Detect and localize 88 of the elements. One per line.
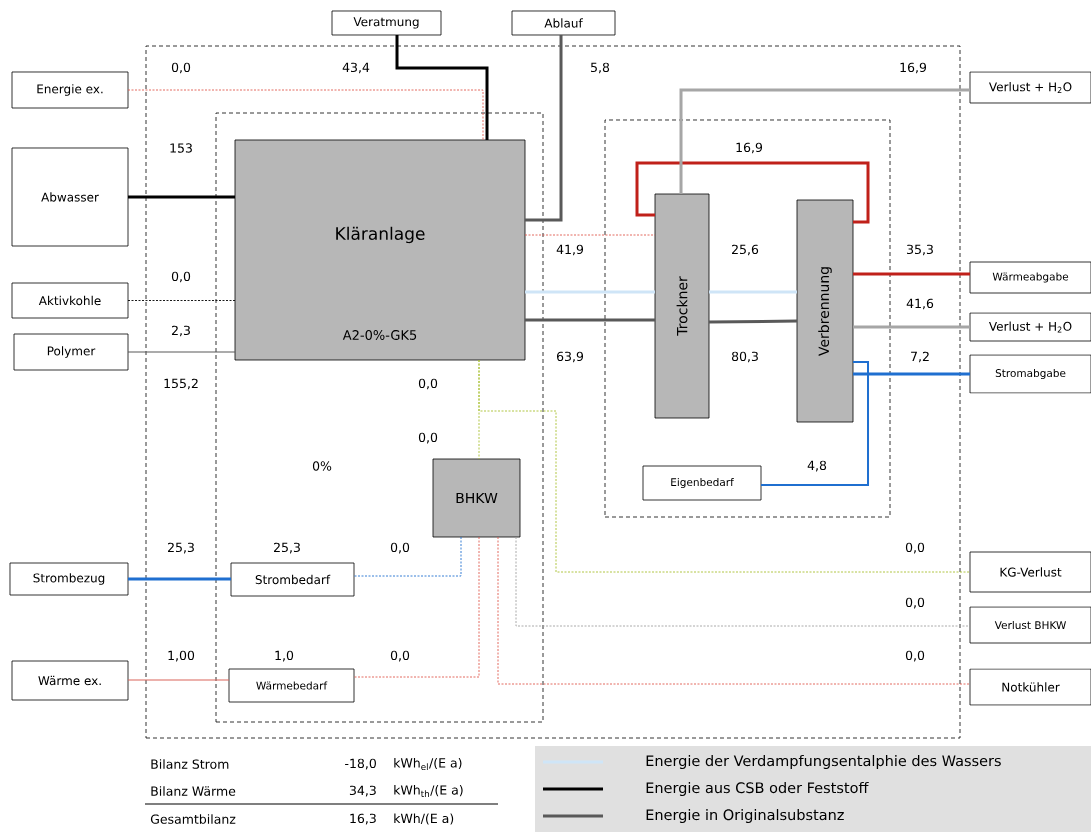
boundary-box xyxy=(215,112,544,723)
legend-text: Energie aus CSB oder Feststoff xyxy=(646,782,869,796)
flow-line xyxy=(709,319,798,324)
flow-line xyxy=(524,234,656,236)
flow-box: Stromabgabe xyxy=(969,354,1091,394)
flow-box: Eigenbedarf xyxy=(642,465,762,501)
flow-line xyxy=(853,272,970,276)
flow-line xyxy=(127,679,230,681)
flow-value: 0,0 xyxy=(418,378,438,390)
balance-value: -18,0 xyxy=(345,758,376,770)
flow-line xyxy=(525,318,655,322)
flow-value: 2,3 xyxy=(171,325,190,337)
flow-line xyxy=(128,195,235,199)
flow-line xyxy=(353,536,480,678)
unit-box: Trockner xyxy=(654,193,710,419)
flow-box: Polymer xyxy=(13,333,129,371)
flow-line xyxy=(128,577,231,581)
flow-box: Wärmebedarf xyxy=(228,668,355,703)
flow-value: 25,3 xyxy=(168,542,194,554)
legend-text: Energie der Verdampfungsentalphie des Wassers xyxy=(646,755,1001,769)
flow-value: 43,4 xyxy=(342,62,370,74)
flow-line xyxy=(127,351,236,353)
flow-value: 0,0 xyxy=(905,542,925,554)
flow-line xyxy=(679,88,970,194)
balance-value: 34,3 xyxy=(349,785,376,797)
balance-unit: kWh$_{el}$/(E a) xyxy=(394,757,462,771)
flow-box: Strombezug xyxy=(9,562,129,596)
flow-value: 0,0 xyxy=(418,432,438,444)
flow-box: Strombedarf xyxy=(230,562,355,597)
flow-box: Veratmung xyxy=(331,10,442,36)
boundary-box xyxy=(145,45,961,739)
flow-value: 0,0 xyxy=(390,542,410,554)
flow-line xyxy=(515,536,971,627)
flow-line xyxy=(353,536,462,577)
flow-value: 16,9 xyxy=(900,62,927,74)
flow-value: 0,0 xyxy=(905,650,925,662)
flow-line xyxy=(395,35,489,140)
flow-value: 35,3 xyxy=(907,244,933,256)
balance-unit: kWh$_{th}$/(E a) xyxy=(394,785,463,797)
flow-line xyxy=(853,372,970,376)
flow-box: Notkühler xyxy=(969,668,1091,706)
flow-box: Energie ex. xyxy=(11,71,129,109)
balance-value: 16,3 xyxy=(350,813,376,825)
flow-value: 16,9 xyxy=(736,142,763,154)
flow-value: 63,9 xyxy=(556,351,584,363)
flow-value: 41,9 xyxy=(556,244,584,256)
flow-value: 0,0 xyxy=(171,271,191,283)
flow-value: 0% xyxy=(312,461,332,471)
flow-line xyxy=(853,325,970,329)
flow-box: Verlust BHKW xyxy=(969,606,1091,644)
flow-value: 41,6 xyxy=(906,298,934,310)
boundary-box xyxy=(604,119,891,518)
flow-line xyxy=(497,536,971,685)
flow-value: 4,8 xyxy=(807,460,827,472)
flow-box: Ablauf xyxy=(511,10,616,36)
flow-value: 155,2 xyxy=(164,378,198,390)
flow-box: Wärmeabgabe xyxy=(969,261,1091,294)
flow-box: Abwasser xyxy=(11,147,129,247)
flow-value: 0,0 xyxy=(905,597,925,609)
legend-text: Energie in Originalsubstanz xyxy=(646,809,844,823)
flow-value: 7,2 xyxy=(911,351,929,363)
flow-line xyxy=(127,89,484,141)
flow-value: 0,0 xyxy=(171,62,191,74)
flow-value: 5,8 xyxy=(591,62,610,74)
flow-value: 153 xyxy=(170,143,192,153)
flow-value: 80,3 xyxy=(731,351,758,363)
flow-line xyxy=(478,359,971,573)
flow-value: 25,6 xyxy=(732,244,759,256)
flow-value: 0,0 xyxy=(390,650,410,662)
flow-box: Verlust + H$_{2}$O xyxy=(969,71,1091,104)
flow-line xyxy=(127,300,236,301)
flow-line xyxy=(635,161,870,224)
flow-line xyxy=(525,35,563,222)
flow-box: KG-Verlust xyxy=(969,551,1091,593)
unit-box: Verbrennung xyxy=(796,199,854,423)
flow-box: Verlust + H$_{2}$O xyxy=(969,312,1091,342)
balance-label: Gesamtbilanz xyxy=(150,814,236,824)
balance-label: Bilanz Wärme xyxy=(151,786,236,796)
flow-line xyxy=(709,290,797,294)
unit-box: BHKW xyxy=(432,458,521,538)
flow-line xyxy=(760,361,869,486)
flow-box: Wärme ex. xyxy=(11,660,129,701)
flow-line xyxy=(525,290,655,294)
flow-value: 1,00 xyxy=(168,650,195,662)
balance-unit: kWh/(E a) xyxy=(394,813,454,825)
balance-label: Bilanz Strom xyxy=(151,759,229,769)
flow-box: Aktivkohle xyxy=(11,282,129,319)
unit-box: Kläranlage A2-0%-GK5 xyxy=(234,139,526,361)
